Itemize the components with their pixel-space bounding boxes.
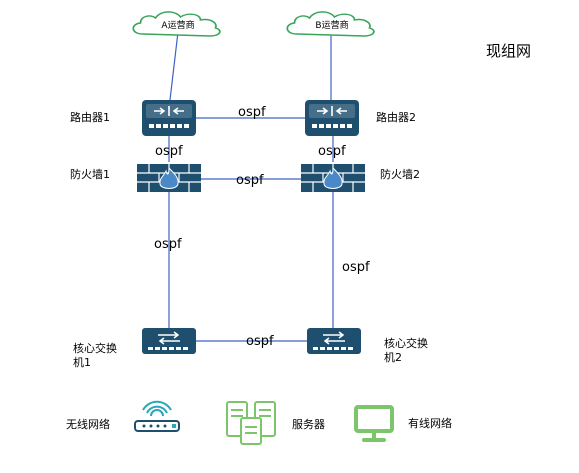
- cloud-icon: [132, 11, 221, 37]
- switch2-label-line2: 机2: [384, 350, 402, 364]
- isp-a-label: A运营商: [161, 19, 194, 31]
- firewall2-label: 防火墙2: [380, 167, 420, 181]
- legend-wireless-icon: [134, 400, 180, 432]
- router-icon: [142, 100, 196, 136]
- core-switch-1: [142, 328, 196, 354]
- router-icon: [305, 100, 359, 136]
- router1-label: 路由器1: [70, 110, 110, 124]
- cloud-icon: [286, 11, 375, 37]
- firewall1-label: 防火墙1: [70, 167, 110, 181]
- link-label-sw-sw: ospf: [246, 334, 274, 349]
- router2-label: 路由器2: [376, 110, 416, 124]
- link-label-fw1-sw1: ospf: [154, 237, 182, 252]
- link-label-fw2-sw2: ospf: [342, 260, 370, 275]
- legend-wired-icon: [354, 405, 394, 442]
- firewall-1: [137, 164, 201, 192]
- legend-wired-label: 有线网络: [408, 416, 452, 430]
- cloud-isp-a: A运营商: [132, 11, 221, 37]
- flame-icon: [159, 166, 179, 189]
- router-1: [142, 100, 196, 136]
- firewall-2: [301, 164, 365, 192]
- link-label-r2-fw2: ospf: [318, 144, 346, 159]
- legend-wireless-label: 无线网络: [66, 417, 110, 431]
- link-isp-a-router1: [169, 31, 179, 101]
- switch1-label-line1: 核心交换: [73, 341, 117, 355]
- core-switch-2: [307, 328, 361, 354]
- isp-b-label: B运营商: [315, 19, 348, 31]
- legend-server-icon: [226, 401, 276, 445]
- page-title: 现组网: [486, 42, 531, 60]
- connection-lines: [168, 31, 334, 342]
- link-label-fw-fw: ospf: [236, 173, 264, 188]
- switch1-label-line2: 机1: [73, 355, 91, 369]
- link-label-router-router: ospf: [238, 105, 266, 120]
- cloud-isp-b: B运营商: [286, 11, 375, 37]
- legend-server-label: 服务器: [292, 418, 325, 431]
- router-2: [305, 100, 359, 136]
- link-label-r1-fw1: ospf: [155, 144, 183, 159]
- flame-icon: [323, 166, 343, 189]
- switch2-label-line1: 核心交换: [384, 336, 428, 350]
